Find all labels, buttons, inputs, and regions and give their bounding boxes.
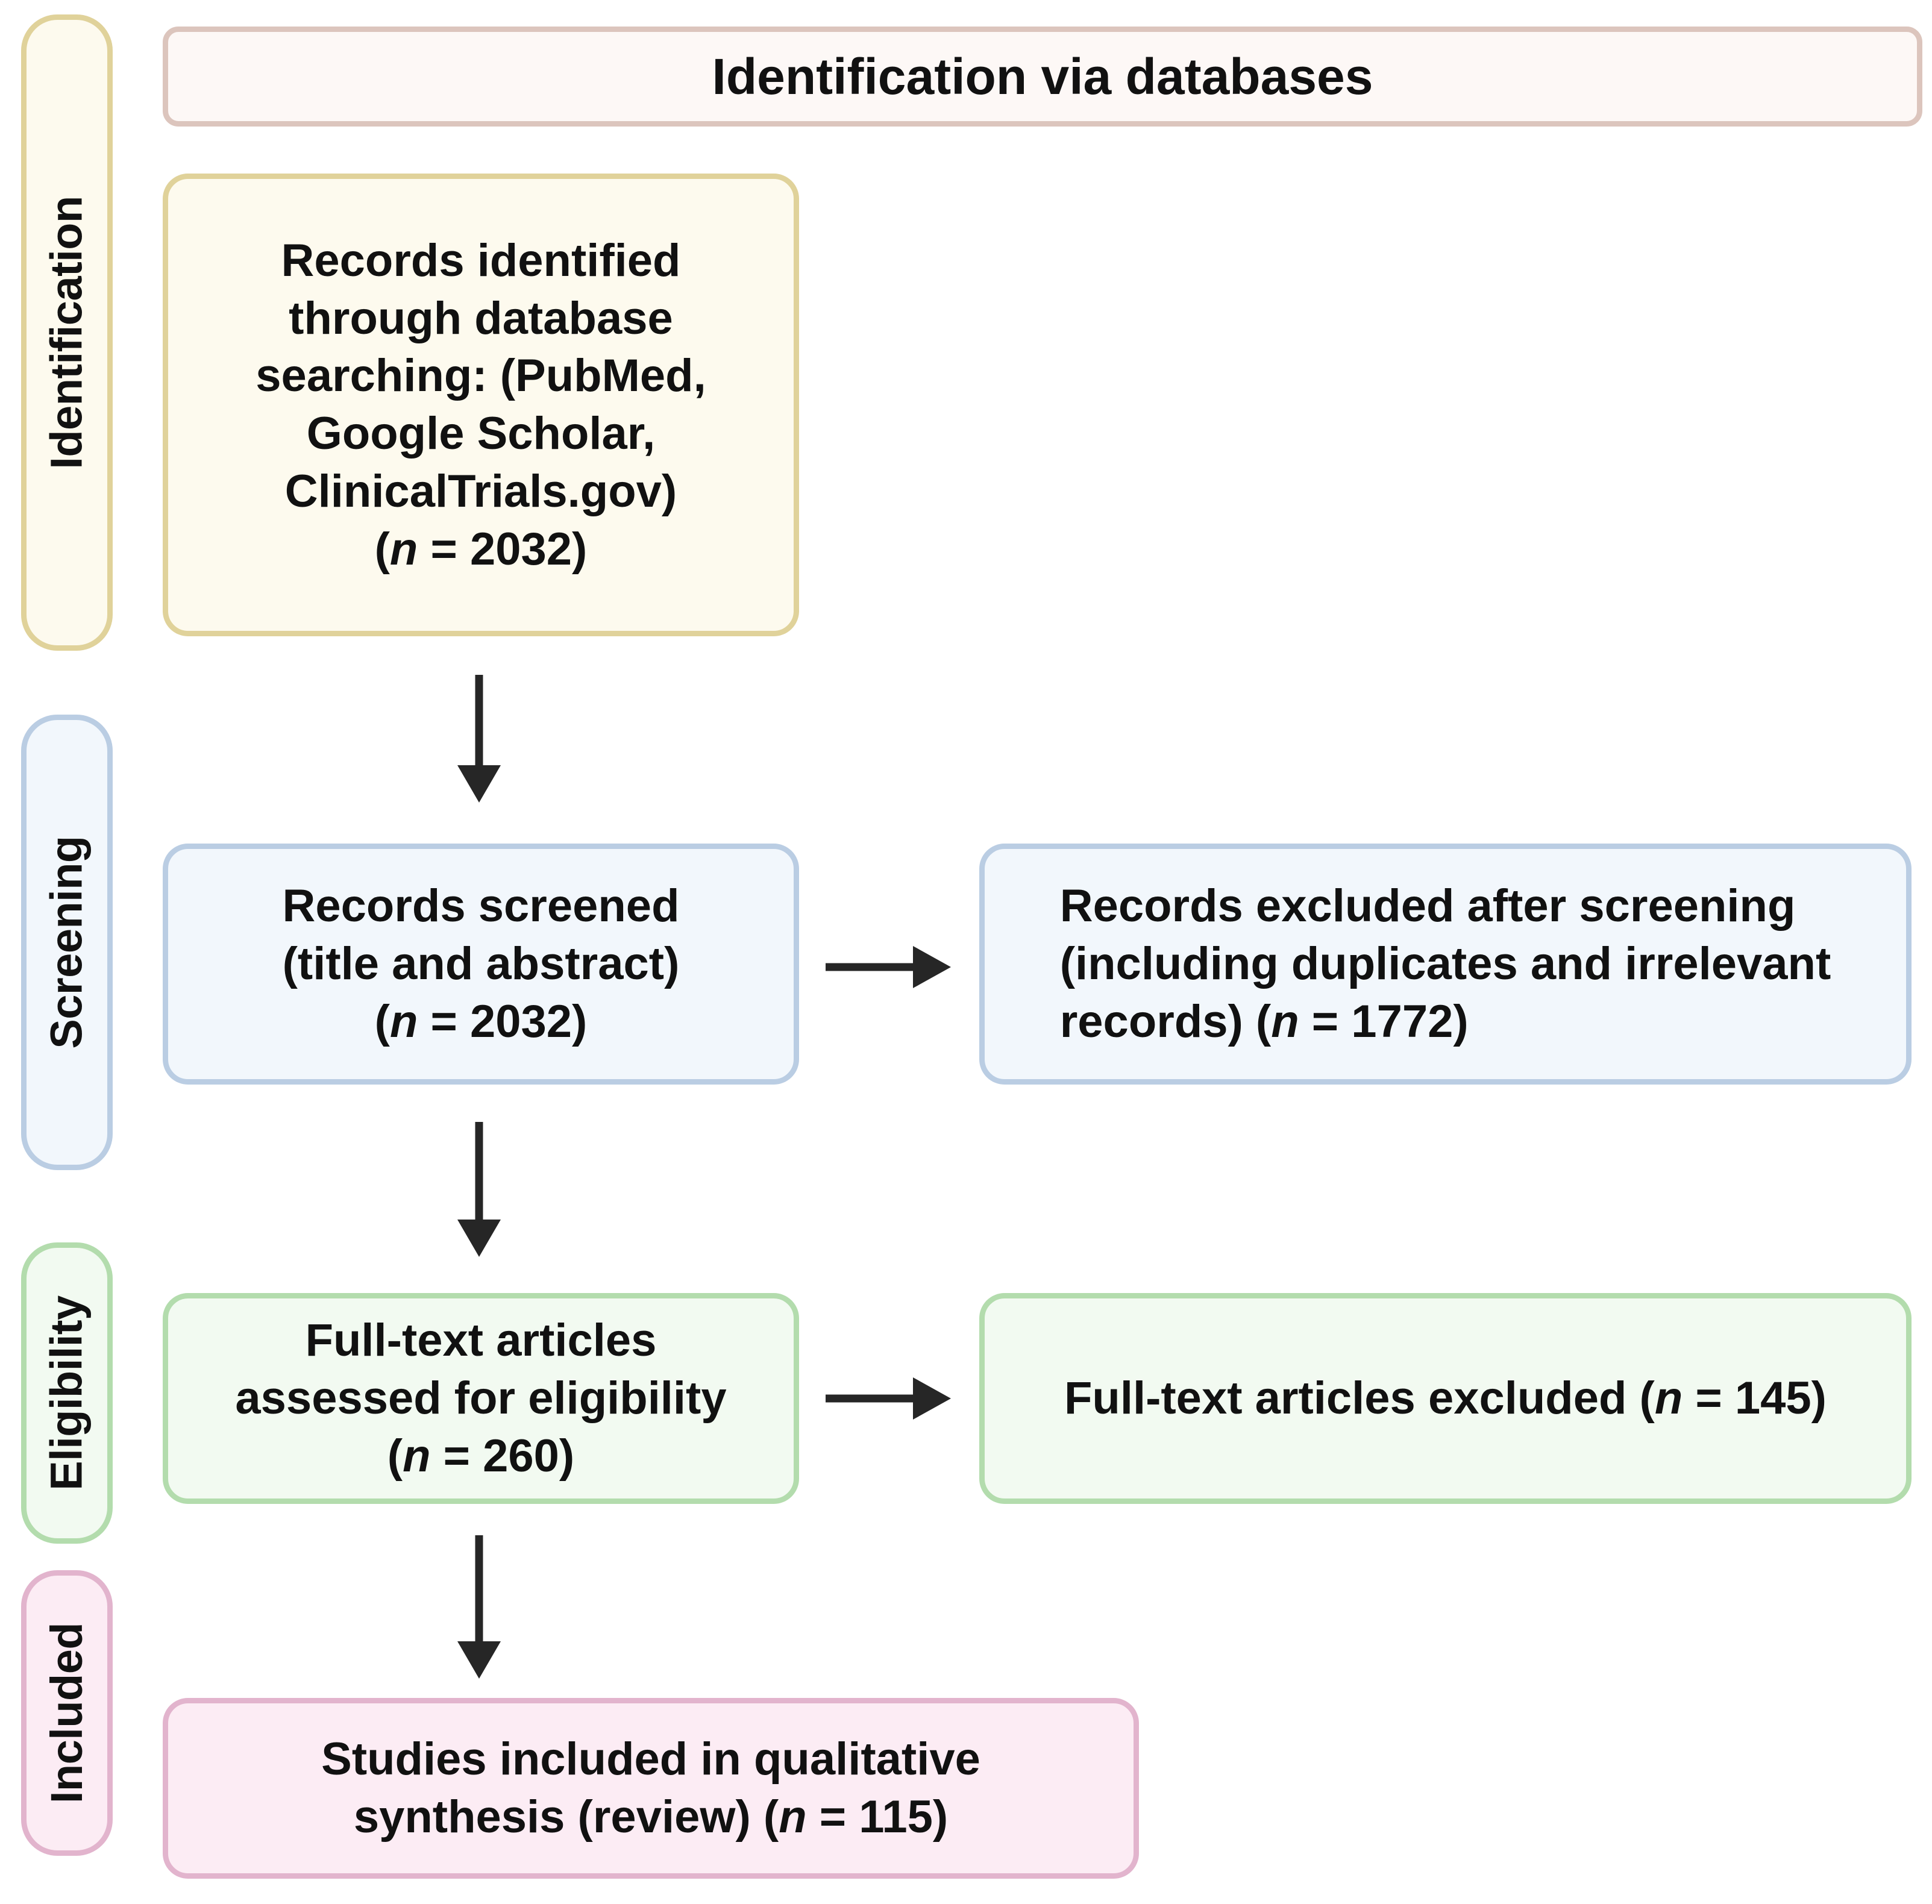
- arrow-fulltext-to-excluded: [826, 1362, 955, 1435]
- node-records-identified: Records identified through database sear…: [163, 174, 799, 636]
- node-records-excluded: Records excluded after screening (includ…: [979, 844, 1912, 1085]
- node-fulltext-assessed: Full-text articles assessed for eligibil…: [163, 1293, 799, 1504]
- node-records-screened: Records screened (title and abstract) (n…: [163, 844, 799, 1085]
- arrow-screened-to-fulltext: [449, 1122, 509, 1262]
- stage-label-eligibility: Eligibility: [42, 1295, 92, 1491]
- arrow-screened-to-excluded: [826, 931, 955, 1003]
- banner-identification-via-databases: Identification via databases: [163, 27, 1922, 127]
- stage-label-identification: Identification: [42, 196, 92, 469]
- stage-pill-included: Included: [21, 1570, 113, 1856]
- node-records-excluded-label: Records excluded after screening (includ…: [1059, 880, 1831, 1047]
- stage-pill-screening: Screening: [21, 715, 113, 1170]
- stage-label-included: Included: [42, 1622, 92, 1804]
- stage-pill-identification: Identification: [21, 14, 113, 651]
- node-studies-included: Studies included in qualitative synthesi…: [163, 1698, 1139, 1879]
- node-fulltext-excluded-label: Full-text articles excluded (n = 145): [1064, 1373, 1827, 1424]
- arrow-fulltext-to-included: [449, 1535, 509, 1683]
- stage-label-screening: Screening: [42, 836, 92, 1049]
- node-fulltext-excluded: Full-text articles excluded (n = 145): [979, 1293, 1912, 1504]
- node-fulltext-assessed-label: Full-text articles assessed for eligibil…: [235, 1315, 727, 1482]
- node-studies-included-label: Studies included in qualitative synthesi…: [321, 1733, 980, 1843]
- banner-title: Identification via databases: [712, 48, 1373, 105]
- node-records-identified-label: Records identified through database sear…: [256, 234, 706, 575]
- stage-pill-eligibility: Eligibility: [21, 1242, 113, 1544]
- node-records-screened-label: Records screened (title and abstract) (n…: [282, 880, 680, 1047]
- arrow-identified-to-screened: [449, 675, 509, 807]
